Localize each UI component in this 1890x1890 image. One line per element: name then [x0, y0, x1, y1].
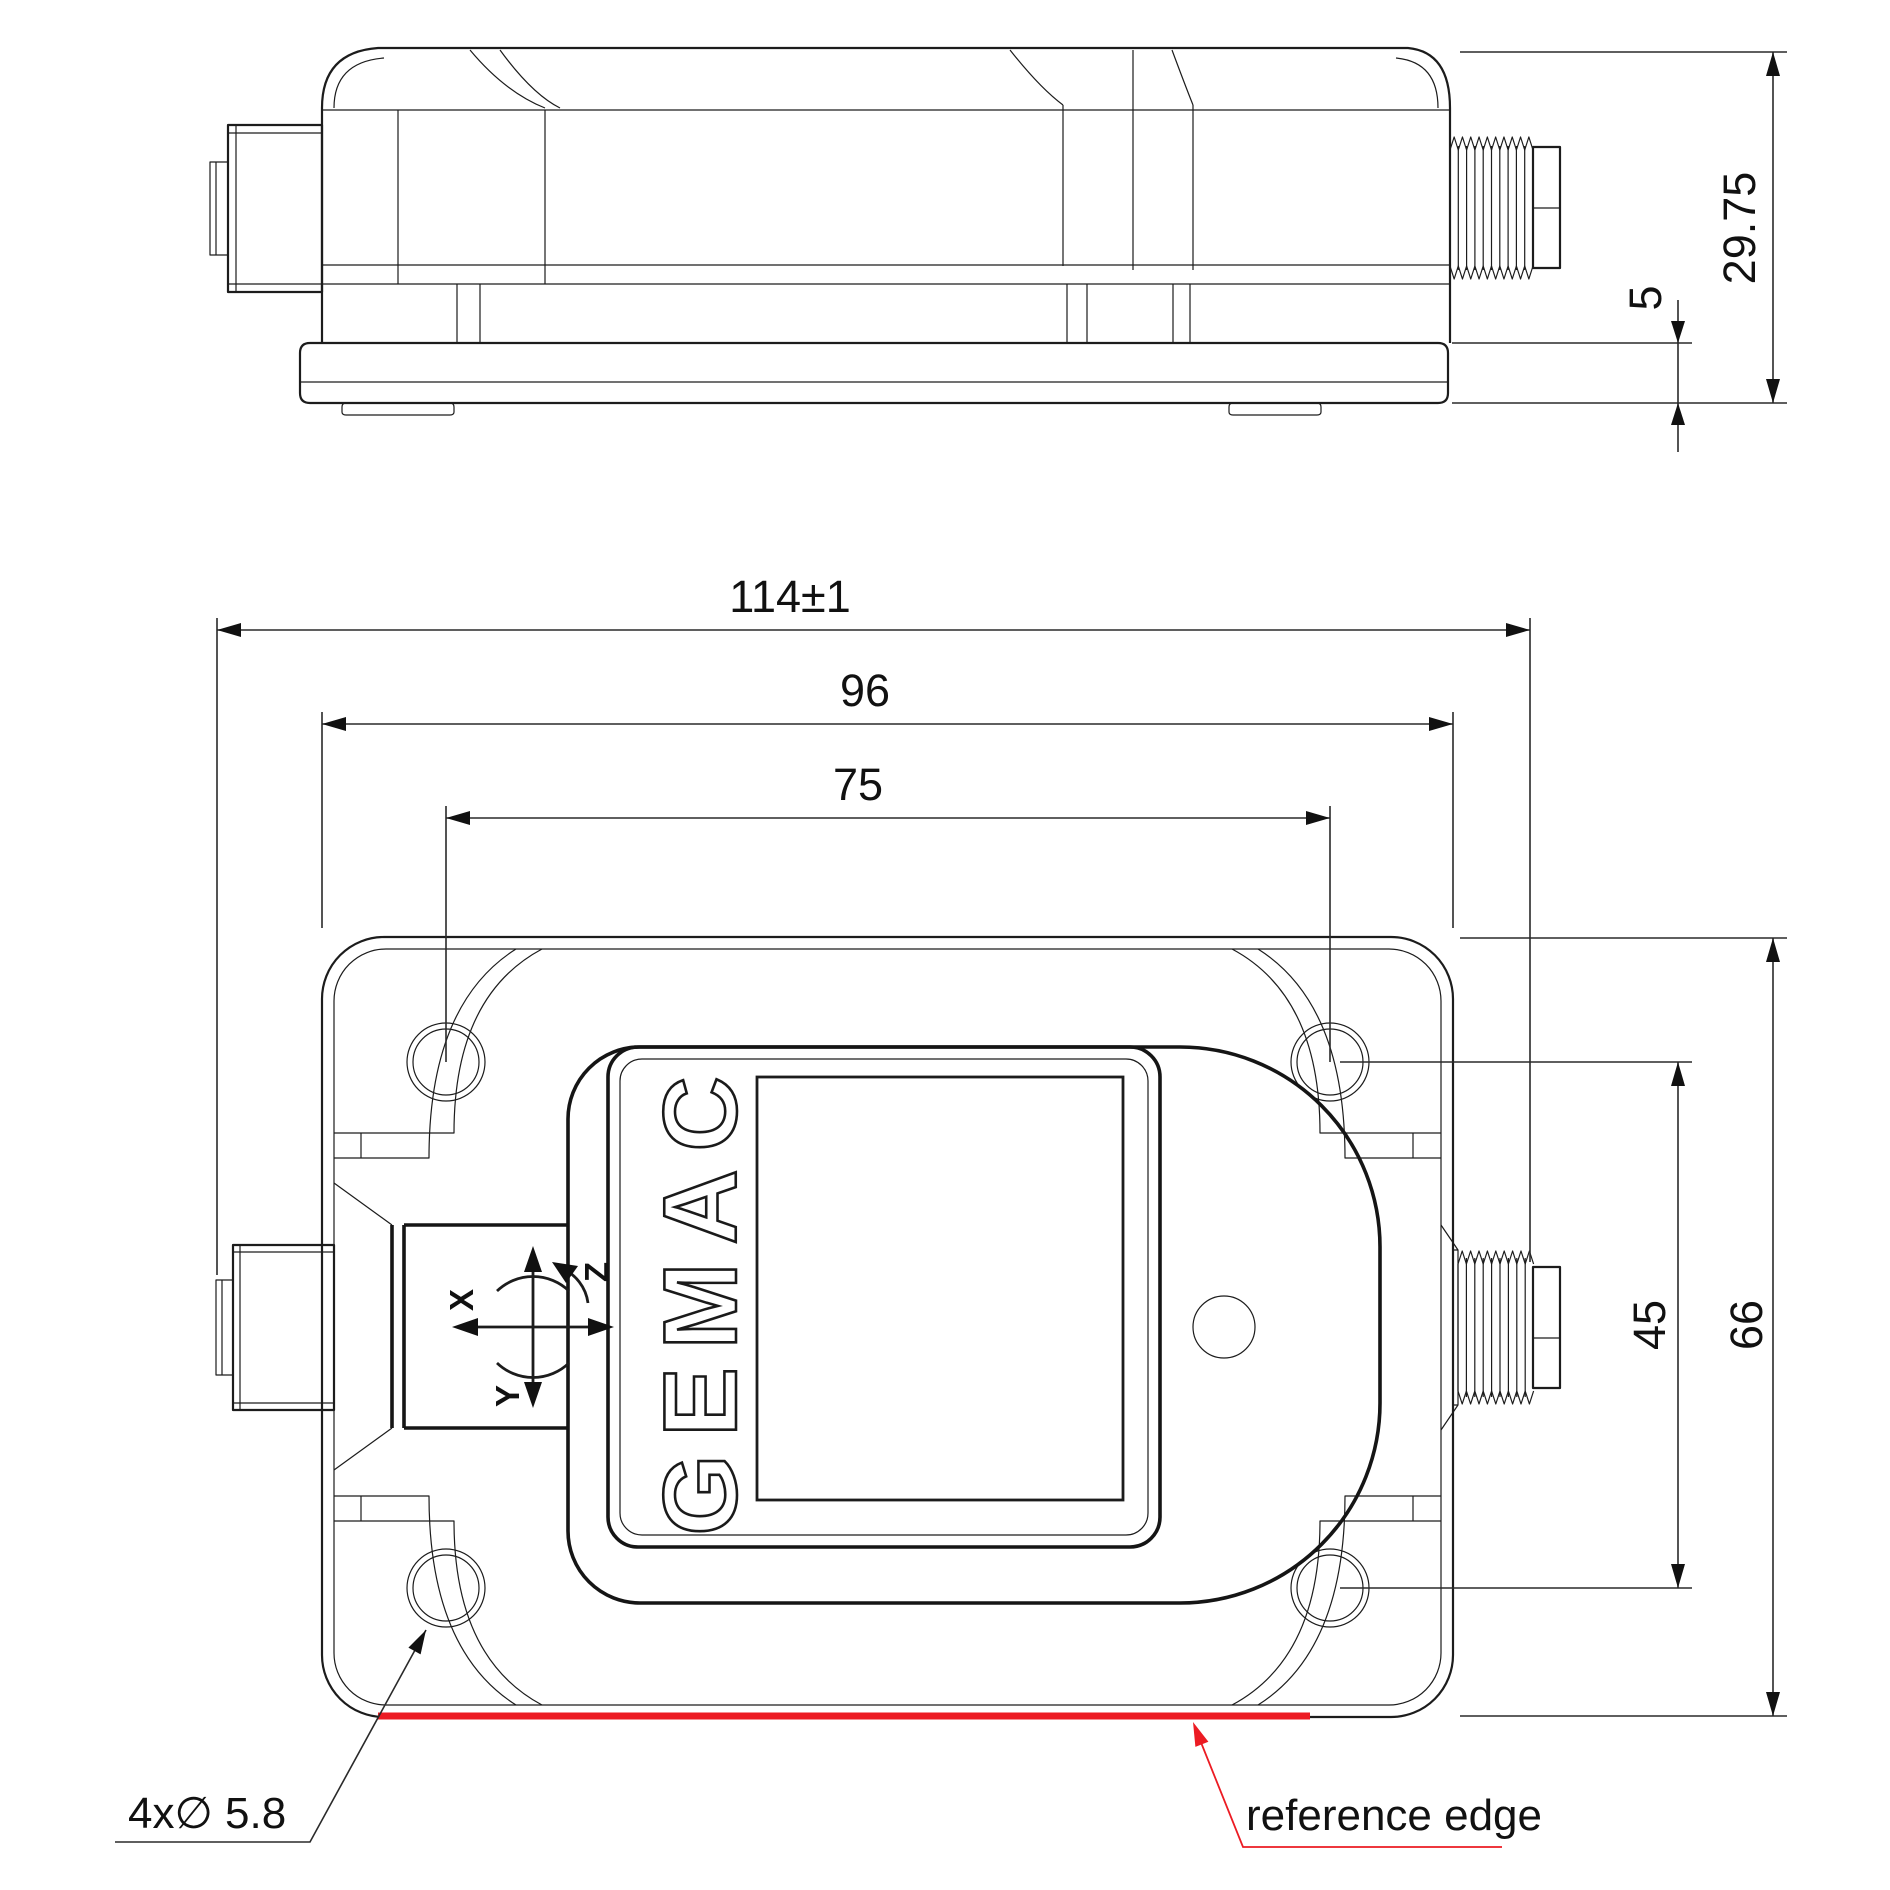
dim-overall-length-label: 114±1 — [729, 571, 850, 622]
side-contour-verticals — [397, 50, 1194, 284]
side-support-columns — [456, 284, 1191, 343]
dim-base-height: 5 — [1452, 285, 1692, 452]
dim-housing-width-label: 66 — [1721, 1300, 1772, 1350]
side-contour-arcs-left — [469, 49, 561, 109]
left-connector-top — [215, 1243, 336, 1412]
dim-overall-height-label: 29.75 — [1714, 172, 1765, 285]
base-flange-side — [298, 341, 1450, 405]
top-view: GEMAC X Y Z — [115, 571, 1787, 1848]
dim-hole-spacing-y: 45 — [1340, 1061, 1692, 1589]
dim-hole-spacing-x-label: 75 — [833, 759, 883, 810]
display-window — [755, 1075, 1125, 1502]
mounting-holes-callout: 4x∅ 5.8 — [115, 1629, 427, 1843]
axis-label-y: Y — [489, 1385, 526, 1407]
dim-housing-width: 66 — [1460, 937, 1787, 1717]
axis-orientation-icon: X Y Z — [443, 1246, 615, 1408]
led-indicator — [1192, 1295, 1256, 1359]
dim-base-height-label: 5 — [1620, 285, 1671, 310]
dim-hole-spacing-x: 75 — [445, 759, 1331, 1062]
dim-hole-spacing-y-label: 45 — [1624, 1300, 1675, 1350]
reference-edge-callout: reference edge — [1193, 1722, 1542, 1848]
reference-edge-label: reference edge — [1246, 1791, 1542, 1840]
lid-corner-arc-right-inner — [1395, 57, 1439, 109]
right-connector-top — [1440, 1224, 1562, 1431]
left-connector-side — [209, 123, 324, 294]
lid-corner-arc-left-inner — [333, 57, 385, 109]
mounting-holes-callout-label: 4x∅ 5.8 — [128, 1789, 286, 1838]
mounting-hole-bottom-left — [406, 1548, 486, 1628]
thread-crest-bottom — [1457, 1390, 1535, 1405]
corner-pad-contours — [334, 948, 1441, 1706]
side-view: 29.75 5 — [209, 46, 1787, 452]
mounting-holes — [406, 1022, 1370, 1628]
axis-label-x: X — [443, 1289, 480, 1311]
housing-side-outline — [320, 46, 1452, 343]
label-plate — [606, 1045, 1162, 1549]
label-plate-inner — [619, 1058, 1149, 1536]
foot-pad-left — [341, 402, 455, 416]
housing-split-lines — [322, 264, 1450, 285]
raised-plateau-outline — [566, 1045, 1382, 1605]
thread-crest-top — [1457, 1250, 1535, 1265]
dim-overall-height: 29.75 — [1452, 51, 1787, 404]
foot-pad-right — [1228, 402, 1322, 416]
logo-text: GEMAC — [643, 1058, 759, 1535]
side-contour-arcs-right — [1009, 49, 1194, 106]
dim-housing-length-label: 96 — [840, 665, 890, 716]
dim-housing-length: 96 — [321, 665, 1454, 928]
axis-label-z: Z — [578, 1262, 615, 1282]
connector-cap-top — [1531, 1265, 1562, 1390]
right-connector-side — [1449, 136, 1562, 280]
left-connector-boss — [333, 1182, 568, 1471]
thread-lines-side — [1457, 146, 1526, 270]
dim-overall-length: 114±1 — [216, 571, 1531, 1275]
